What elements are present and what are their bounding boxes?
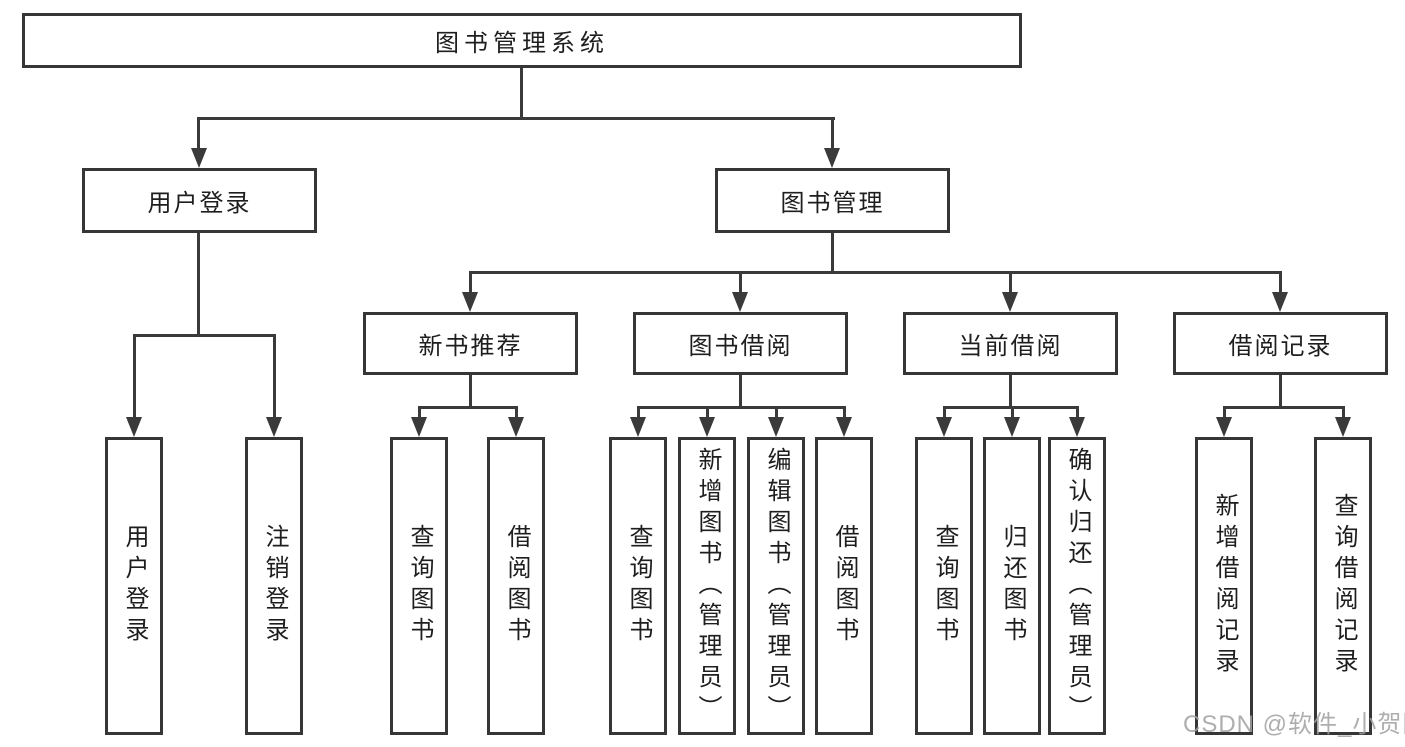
leaf-confirm-return-admin-label: 确认归还（管理员） bbox=[1064, 446, 1091, 726]
connector-drop-leaf bbox=[418, 406, 421, 419]
node-new-book-recommend-label: 新书推荐 bbox=[418, 333, 523, 360]
connector-drop-leaf bbox=[637, 406, 640, 419]
connector-drop-level3 bbox=[1009, 271, 1012, 292]
arrow-down-icon bbox=[768, 417, 784, 437]
connector-drop-leaf bbox=[1011, 406, 1014, 419]
node-current-borrow-label: 当前借阅 bbox=[958, 333, 1063, 360]
arrow-down-icon bbox=[630, 417, 646, 437]
connector-drop-level3 bbox=[1279, 271, 1282, 292]
node-root-label: 图书管理系统 bbox=[435, 30, 609, 57]
leaf-newbook-borrow: 借阅图书 bbox=[487, 437, 545, 735]
arrow-down-icon bbox=[266, 417, 282, 437]
node-book-borrow: 图书借阅 bbox=[633, 312, 848, 375]
connector-bookborrow-bus bbox=[637, 406, 846, 409]
connector-drop-leaf bbox=[843, 406, 846, 419]
leaf-query-borrow-record-label: 查询借阅记录 bbox=[1330, 493, 1357, 679]
leaf-borrow-query: 查询图书 bbox=[609, 437, 667, 735]
arrow-down-icon bbox=[936, 417, 952, 437]
connector-bookborrow-down bbox=[739, 375, 742, 409]
connector-drop-level3 bbox=[469, 271, 472, 292]
node-root: 图书管理系统 bbox=[22, 13, 1022, 68]
connector-currentborrow-down bbox=[1009, 375, 1012, 409]
csdn-watermark: CSDN @软件_小贺同学 bbox=[1183, 711, 1405, 738]
connector-drop-leaf bbox=[943, 406, 946, 419]
node-user-login: 用户登录 bbox=[82, 168, 317, 233]
connector-drop-leaf bbox=[706, 406, 709, 419]
arrow-down-icon bbox=[1002, 292, 1018, 312]
leaf-return-book-label: 归还图书 bbox=[999, 524, 1026, 648]
connector-drop-user-login bbox=[197, 117, 200, 148]
arrow-down-icon bbox=[462, 292, 478, 312]
connector-drop-leaf bbox=[1076, 406, 1079, 419]
node-book-management: 图书管理 bbox=[715, 168, 950, 233]
node-borrow-record-label: 借阅记录 bbox=[1228, 333, 1333, 360]
connector-level2-bus bbox=[197, 117, 835, 120]
connector-borrowrecord-bus bbox=[1223, 406, 1345, 409]
connector-newbook-down bbox=[469, 375, 472, 409]
node-user-login-label: 用户登录 bbox=[147, 190, 252, 217]
arrow-down-icon bbox=[191, 148, 207, 168]
arrow-down-icon bbox=[508, 417, 524, 437]
connector-borrowrecord-down bbox=[1279, 375, 1282, 409]
connector-level3-bus bbox=[469, 271, 1282, 274]
leaf-logout-label: 注销登录 bbox=[261, 524, 288, 648]
leaf-return-book: 归还图书 bbox=[983, 437, 1041, 735]
leaf-newbook-query-label: 查询图书 bbox=[406, 524, 433, 648]
connector-drop-leaf bbox=[273, 334, 276, 417]
leaf-user-login-label: 用户登录 bbox=[121, 524, 148, 648]
arrow-down-icon bbox=[824, 148, 840, 168]
leaf-borrow-book: 借阅图书 bbox=[815, 437, 873, 735]
connector-drop-leaf bbox=[775, 406, 778, 419]
leaf-borrow-book-label: 借阅图书 bbox=[831, 524, 858, 648]
node-borrow-record: 借阅记录 bbox=[1173, 312, 1388, 375]
connector-drop-level3 bbox=[739, 271, 742, 292]
leaf-add-borrow-record: 新增借阅记录 bbox=[1195, 437, 1253, 735]
leaf-query-borrow-record: 查询借阅记录 bbox=[1314, 437, 1372, 735]
leaf-edit-book-admin: 编辑图书（管理员） bbox=[747, 437, 805, 735]
leaf-user-login: 用户登录 bbox=[105, 437, 163, 735]
arrow-down-icon bbox=[836, 417, 852, 437]
leaf-add-borrow-record-label: 新增借阅记录 bbox=[1211, 493, 1238, 679]
connector-newbook-bus bbox=[418, 406, 518, 409]
arrow-down-icon bbox=[1335, 417, 1351, 437]
arrow-down-icon bbox=[732, 292, 748, 312]
connector-book-management-down bbox=[831, 233, 834, 274]
leaf-edit-book-admin-label: 编辑图书（管理员） bbox=[763, 446, 790, 726]
arrow-down-icon bbox=[1272, 292, 1288, 312]
leaf-newbook-query: 查询图书 bbox=[390, 437, 448, 735]
arrow-down-icon bbox=[699, 417, 715, 437]
arrow-down-icon bbox=[1216, 417, 1232, 437]
connector-user-login-down bbox=[197, 233, 200, 337]
arrow-down-icon bbox=[411, 417, 427, 437]
node-current-borrow: 当前借阅 bbox=[903, 312, 1118, 375]
node-new-book-recommend: 新书推荐 bbox=[363, 312, 578, 375]
arrow-down-icon bbox=[126, 417, 142, 437]
leaf-add-book-admin-label: 新增图书（管理员） bbox=[694, 446, 721, 726]
leaf-newbook-borrow-label: 借阅图书 bbox=[503, 524, 530, 648]
leaf-add-book-admin: 新增图书（管理员） bbox=[678, 437, 736, 735]
leaf-logout: 注销登录 bbox=[245, 437, 303, 735]
leaf-current-query: 查询图书 bbox=[915, 437, 973, 735]
connector-drop-book-management bbox=[831, 117, 834, 148]
arrow-down-icon bbox=[1004, 417, 1020, 437]
leaf-current-query-label: 查询图书 bbox=[931, 524, 958, 648]
node-book-borrow-label: 图书借阅 bbox=[688, 333, 793, 360]
leaf-confirm-return-admin: 确认归还（管理员） bbox=[1048, 437, 1106, 735]
connector-drop-leaf bbox=[515, 406, 518, 419]
connector-user-login-bus bbox=[133, 334, 276, 337]
leaf-borrow-query-label: 查询图书 bbox=[625, 524, 652, 648]
connector-drop-leaf bbox=[1342, 406, 1345, 419]
connector-drop-leaf bbox=[1223, 406, 1226, 419]
arrow-down-icon bbox=[1069, 417, 1085, 437]
node-book-management-label: 图书管理 bbox=[780, 190, 885, 217]
connector-drop-leaf bbox=[133, 334, 136, 417]
connector-root-down bbox=[520, 68, 523, 118]
